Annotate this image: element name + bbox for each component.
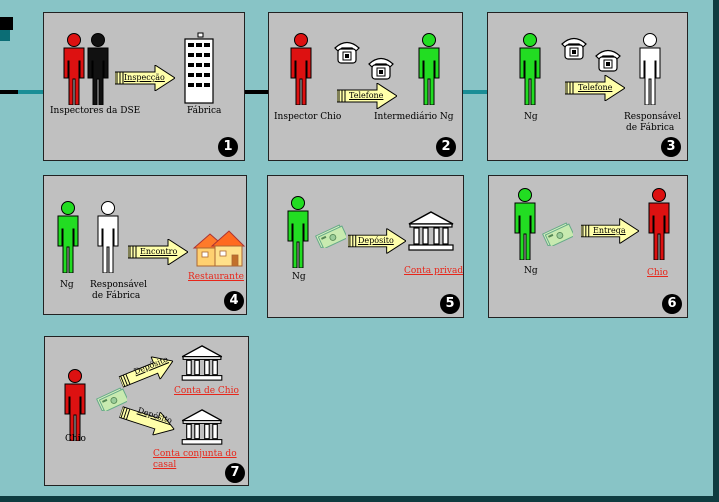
- step-number-badge: 6: [662, 294, 682, 314]
- chio-label: Chio: [647, 268, 668, 278]
- factory-manager-label-2: de Fábrica: [626, 123, 675, 133]
- green-person-icon: [56, 201, 80, 273]
- green-person-icon: [286, 196, 310, 268]
- delivery-arrow-label: Entrega: [593, 226, 626, 235]
- step-number-badge: 1: [218, 137, 238, 157]
- restaurant-label: Restaurante: [188, 272, 244, 282]
- panel-3-phone-call: Telefone Ng Responsável de Fábrica 3: [487, 12, 688, 161]
- restaurant-house-icon: [192, 230, 246, 267]
- corner-square-teal: [0, 30, 10, 41]
- inspector-chio-label: Inspector Chio: [274, 112, 342, 122]
- step-number-badge: 4: [224, 291, 244, 311]
- step-number-badge: 3: [661, 137, 681, 157]
- connector-line-left-teal: [18, 90, 44, 94]
- connector-line-middle: [244, 90, 268, 94]
- factory-manager-label-2: de Fábrica: [92, 291, 141, 301]
- red-person-icon: [647, 188, 671, 260]
- bottom-border: [0, 496, 719, 502]
- ng-label: Ng: [292, 272, 306, 282]
- corner-square-black: [0, 17, 13, 30]
- chio-account-label: Conta de Chio: [174, 386, 239, 396]
- panel-1-inspection: Inspecção Inspectores da DSE Fábrica 1: [43, 12, 245, 161]
- green-person-icon: [417, 33, 441, 105]
- inspectors-label: Inspectores da DSE: [50, 106, 141, 116]
- money-icon: [314, 224, 346, 248]
- factory-manager-label-1: Responsável: [90, 280, 147, 290]
- inspection-arrow-label: Inspecção: [124, 73, 165, 82]
- factory-label: Fábrica: [187, 106, 222, 116]
- deposit-arrow-label: Depósito: [358, 236, 394, 245]
- ng-label: Ng: [524, 112, 538, 122]
- black-person-icon: [86, 33, 110, 105]
- panel-5-deposit: Depósito Ng Conta privada 5: [267, 175, 464, 318]
- red-person-icon: [62, 33, 86, 105]
- intermediary-ng-label: Intermediário Ng: [374, 112, 454, 122]
- step-number-badge: 7: [225, 463, 245, 483]
- white-person-icon: [96, 201, 120, 273]
- green-person-icon: [513, 188, 537, 260]
- ng-label: Ng: [60, 280, 74, 290]
- panel-6-delivery: Entrega Ng Chio 6: [488, 175, 688, 318]
- step-number-badge: 5: [440, 294, 460, 314]
- bank-icon: [179, 345, 225, 381]
- factory-building-icon: [184, 32, 214, 104]
- bank-icon: [179, 409, 225, 445]
- connector-line-left: [0, 90, 18, 94]
- white-person-icon: [638, 33, 662, 105]
- phone-icon: [333, 39, 361, 65]
- joint-account-label-2: casal: [153, 460, 177, 470]
- joint-account-label-1: Conta conjunta do: [153, 449, 237, 459]
- bank-icon: [408, 211, 454, 251]
- step-number-badge: 2: [436, 137, 456, 157]
- private-account-label: Conta privada: [404, 266, 464, 276]
- telephone-arrow-label: Telefone: [349, 91, 384, 100]
- connector-line-right: [462, 90, 488, 94]
- meeting-arrow-label: Encontro: [140, 247, 178, 256]
- factory-manager-label-1: Responsável: [624, 112, 681, 122]
- telephone-arrow-label: Telefone: [578, 83, 613, 92]
- panel-4-meeting: Encontro Ng Responsável de Fábrica Resta…: [43, 175, 247, 315]
- chio-label: Chio: [65, 434, 86, 444]
- ng-label: Ng: [524, 266, 538, 276]
- red-person-icon: [289, 33, 313, 105]
- phone-icon: [560, 35, 588, 61]
- right-border: [713, 0, 719, 502]
- red-person-icon: [63, 369, 87, 441]
- panel-7-deposits: Depósito Depósito Chio Conta de Chio Con…: [44, 336, 249, 486]
- phone-icon: [367, 55, 395, 81]
- money-icon: [541, 222, 573, 246]
- green-person-icon: [518, 33, 542, 105]
- phone-icon: [594, 47, 622, 73]
- panel-2-phone-call: Telefone Inspector Chio Intermediário Ng…: [268, 12, 463, 161]
